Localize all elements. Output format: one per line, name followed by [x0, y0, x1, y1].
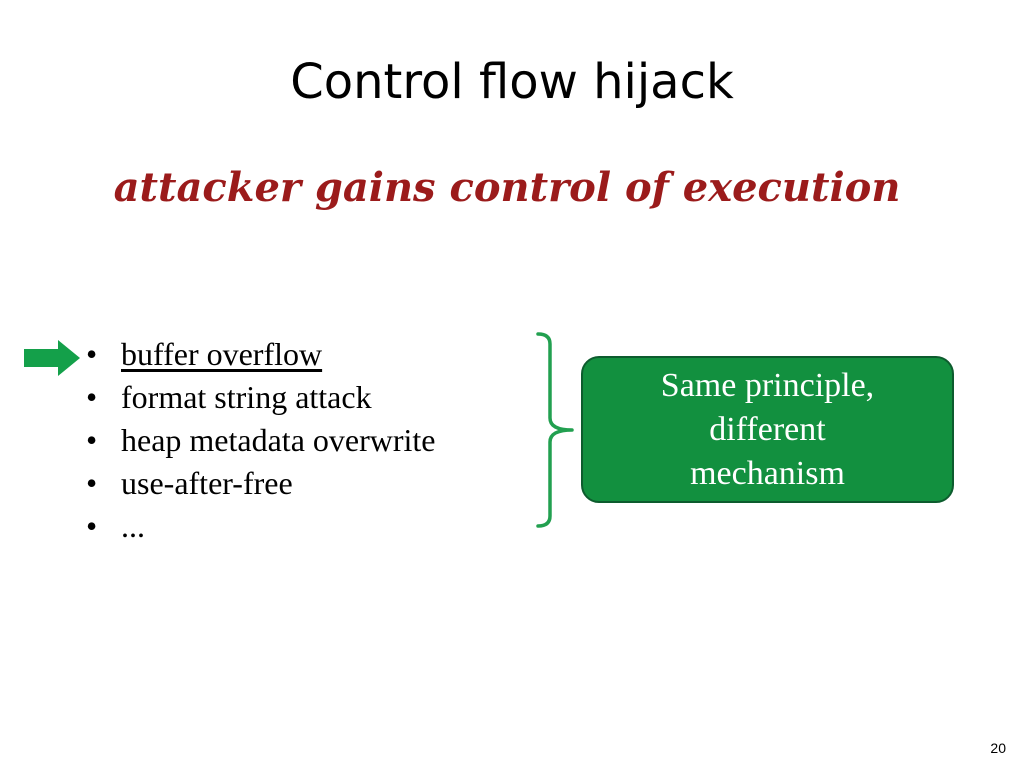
- bullet-text: buffer overflow: [121, 336, 323, 372]
- bullet-dot: •: [86, 379, 98, 415]
- callout-line: different: [709, 410, 826, 448]
- right-arrow-icon: [24, 340, 80, 376]
- bullet-dot: •: [86, 465, 98, 501]
- bullet-text: format string attack: [121, 379, 372, 415]
- slide-subtitle: attacker gains control of execution: [113, 164, 901, 211]
- list-item: • buffer overflow: [86, 333, 436, 376]
- slide-title: Control flow hijack: [290, 54, 734, 110]
- bullet-list: • buffer overflow • format string attack…: [86, 333, 436, 548]
- bullet-text: ...: [121, 508, 145, 544]
- list-item: • format string attack: [86, 376, 436, 419]
- bullet-text: heap metadata overwrite: [121, 422, 436, 458]
- list-item: • heap metadata overwrite: [86, 419, 436, 462]
- slide-number: 20: [990, 740, 1006, 756]
- bullet-dot: •: [86, 422, 98, 458]
- right-brace-icon: [536, 332, 574, 528]
- callout-line: Same principle,: [660, 366, 875, 404]
- list-item: • ...: [86, 505, 436, 548]
- callout-line: mechanism: [690, 454, 845, 492]
- callout-box: Same principle, different mechanism: [581, 356, 954, 503]
- bullet-text: use-after-free: [121, 465, 293, 501]
- list-item: • use-after-free: [86, 462, 436, 505]
- bullet-dot: •: [86, 336, 98, 372]
- bullet-dot: •: [86, 508, 98, 544]
